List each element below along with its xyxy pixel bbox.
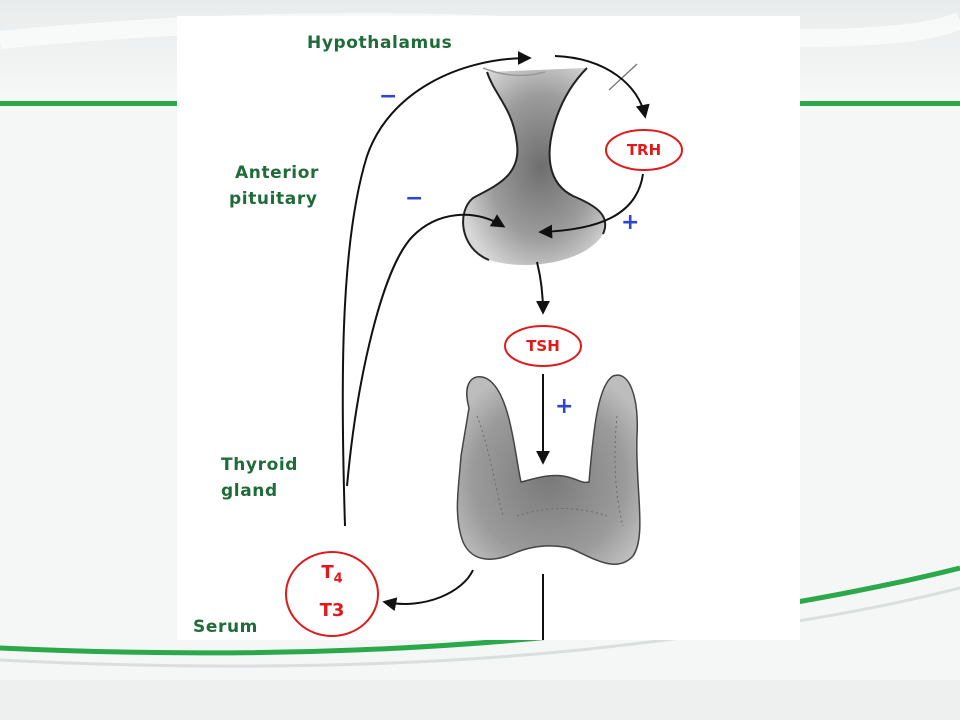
arrow-trh-to-pituitary bbox=[538, 173, 644, 239]
trh-label: TRH bbox=[626, 141, 662, 159]
thyroid-gland-label-line2: gland bbox=[221, 481, 278, 501]
arrow-feedback-to-hypothalamus bbox=[341, 51, 532, 527]
trh-oval bbox=[605, 129, 683, 171]
arrow-pituitary-to-tsh bbox=[535, 261, 550, 315]
tsh-label: TSH bbox=[526, 337, 560, 355]
arrow-feedback-to-pituitary bbox=[346, 213, 506, 487]
pituitary-illustration bbox=[462, 63, 638, 265]
hypothalamus-label: Hypothalamus bbox=[307, 33, 453, 53]
arrow-thyroid-to-serum bbox=[382, 569, 474, 612]
arrow-hypothalamus-to-trh bbox=[554, 55, 650, 119]
thyroid-axis-diagram: Hypothalamus Anterior pituitary Thyroid … bbox=[177, 16, 800, 640]
anterior-pituitary-label-line1: Anterior bbox=[235, 163, 319, 183]
thyroid-gland-label-line1: Thyroid bbox=[221, 455, 299, 475]
tsh-oval bbox=[504, 325, 582, 367]
anterior-pituitary-label-line2: pituitary bbox=[229, 189, 318, 209]
serum-label: Serum bbox=[193, 617, 258, 637]
thyroid-illustration bbox=[456, 374, 641, 565]
t4-t3-circle bbox=[285, 551, 379, 637]
positive-tsh-sign: + bbox=[555, 394, 574, 419]
diagram-drawing bbox=[285, 51, 683, 640]
t4-label: T4 bbox=[321, 562, 343, 587]
t3-label: T3 bbox=[319, 600, 345, 621]
negative-feedback-hypothalamus-sign: − bbox=[379, 84, 398, 109]
positive-trh-sign: + bbox=[621, 210, 640, 235]
negative-feedback-pituitary-sign: − bbox=[405, 186, 424, 211]
